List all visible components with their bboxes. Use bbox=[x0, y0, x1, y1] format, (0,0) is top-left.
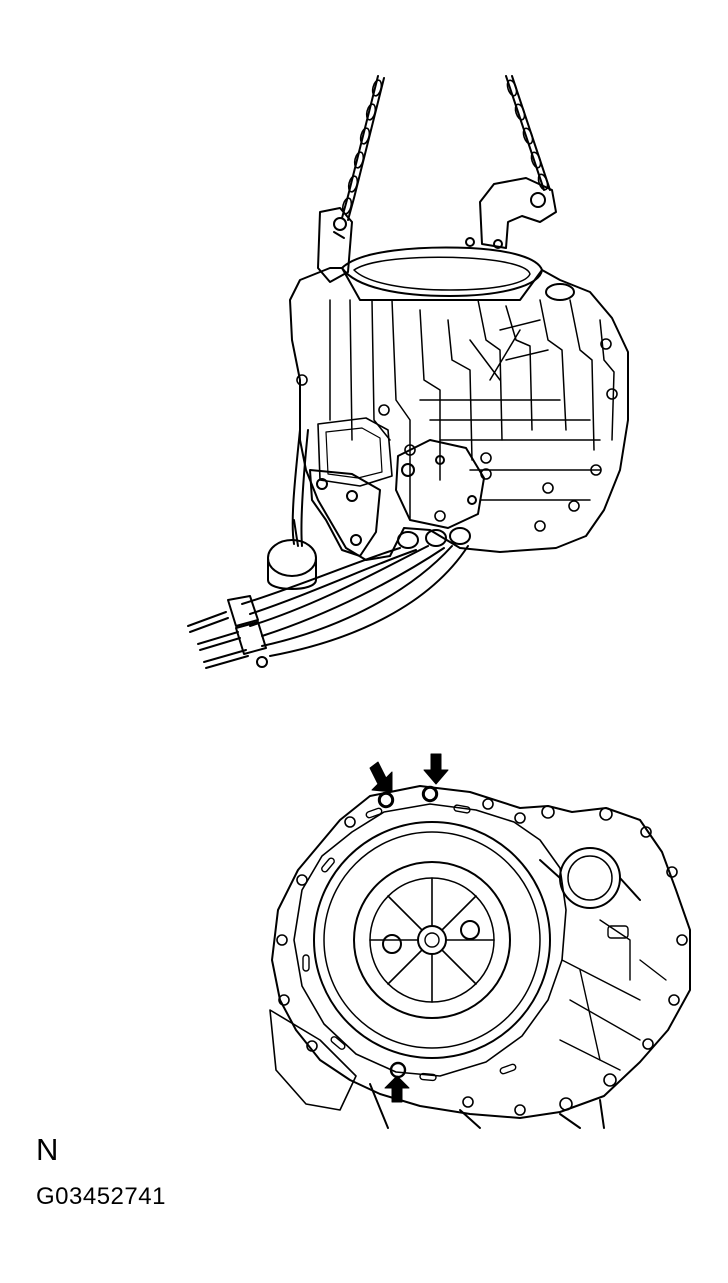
left-lifting-hook-icon bbox=[317, 207, 353, 283]
bell-housing-face-illustration bbox=[269, 753, 691, 1129]
right-chain-icon bbox=[505, 75, 551, 191]
oil-filter-canister-icon bbox=[267, 429, 317, 590]
transaxle-housing-icon bbox=[289, 246, 629, 561]
figure-code: G03452741 bbox=[36, 1183, 166, 1210]
view-label: N bbox=[36, 1132, 59, 1167]
lower-mount-icon bbox=[269, 1009, 605, 1129]
transaxle-lifted-illustration bbox=[187, 75, 629, 669]
bell-housing-flange-icon bbox=[271, 785, 691, 1119]
left-chain-icon bbox=[341, 75, 385, 221]
differential-housing-icon bbox=[539, 847, 667, 1071]
oil-cooler-hoses-icon bbox=[187, 527, 471, 669]
right-lifting-hook-icon bbox=[465, 177, 557, 249]
torque-converter-icon bbox=[313, 821, 551, 1059]
callout-arrow-icon bbox=[369, 753, 449, 1103]
